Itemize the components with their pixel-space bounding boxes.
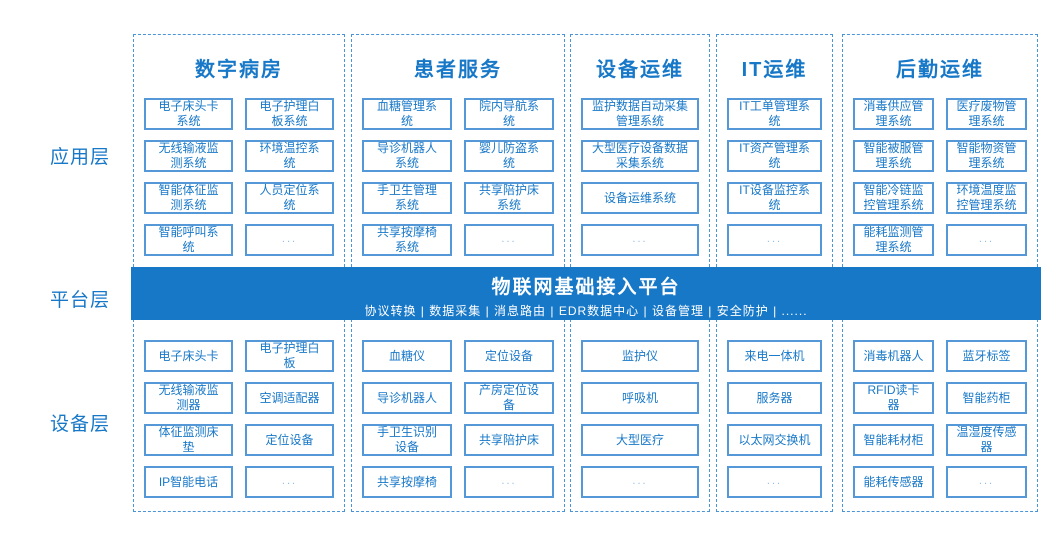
layer-label-platform: 平台层	[49, 290, 110, 311]
platform-banner-title: 物联网基础接入平台	[491, 277, 681, 298]
device-box: 手卫生识别设备	[362, 424, 452, 456]
layer-label-device: 设备层	[49, 414, 110, 435]
application-system-box: 婴儿防盗系统	[464, 140, 554, 172]
device-more-box: ...	[581, 466, 699, 498]
device-box: RFID读卡器	[853, 382, 934, 414]
application-system-box: 共享按摩椅系统	[362, 224, 452, 256]
device-grid: 消毒机器人蓝牙标签 RFID读卡器智能药柜智能耗材柜温湿度传感器能耗传感器...	[853, 340, 1027, 498]
device-box: 消毒机器人	[853, 340, 934, 372]
application-system-more-box: ...	[581, 224, 699, 256]
device-box: 呼吸机	[581, 382, 699, 414]
device-grid: 来电一体机服务器以太网交换机...	[727, 340, 822, 498]
application-system-more-box: ...	[245, 224, 334, 256]
application-system-box: 智能被服管理系统	[853, 140, 934, 172]
device-box: 导诊机器人	[362, 382, 452, 414]
application-system-box: 能耗监测管理系统	[853, 224, 934, 256]
device-more-box: ...	[727, 466, 822, 498]
device-box: 服务器	[727, 382, 822, 414]
application-system-box: 消毒供应管理系统	[853, 98, 934, 130]
device-box: 蓝牙标签	[946, 340, 1027, 372]
device-box: 体征监测床垫	[144, 424, 233, 456]
application-system-box: 人员定位系统	[245, 182, 334, 214]
application-system-box: 电子护理白板系统	[245, 98, 334, 130]
platform-banner: 物联网基础接入平台 协议转换 | 数据采集 | 消息路由 | EDR数据中心 |…	[131, 267, 1041, 320]
device-more-box: ...	[464, 466, 554, 498]
application-system-grid: 血糖管理系统院内导航系统导诊机器人系统婴儿防盗系统手卫生管理系统共享陪护床系统共…	[362, 98, 554, 256]
application-system-more-box: ...	[727, 224, 822, 256]
column-title-equipment-ops: 设备运维	[596, 59, 684, 81]
application-system-box: 大型医疗设备数据采集系统	[581, 140, 699, 172]
device-more-box: ...	[946, 466, 1027, 498]
device-box: 大型医疗	[581, 424, 699, 456]
application-system-box: 环境温度监控管理系统	[946, 182, 1027, 214]
device-box: 共享陪护床	[464, 424, 554, 456]
application-system-box: 医疗废物管理系统	[946, 98, 1027, 130]
application-system-box: 共享陪护床系统	[464, 182, 554, 214]
column-title-patient-services: 患者服务	[414, 59, 502, 81]
device-box: IP智能电话	[144, 466, 233, 498]
column-equipment-ops: 设备运维监护数据自动采集管理系统大型医疗设备数据采集系统设备运维系统...监护仪…	[570, 34, 710, 512]
application-system-box: IT设备监控系统	[727, 182, 822, 214]
device-box: 智能药柜	[946, 382, 1027, 414]
application-system-box: 智能冷链监控管理系统	[853, 182, 934, 214]
device-box: 监护仪	[581, 340, 699, 372]
device-box: 电子护理白板	[245, 340, 334, 372]
application-system-box: 智能体征监测系统	[144, 182, 233, 214]
device-grid: 电子床头卡电子护理白板无线输液监测器空调适配器体征监测床垫定位设备 IP智能电话.…	[144, 340, 334, 498]
application-system-box: 院内导航系统	[464, 98, 554, 130]
device-box: 来电一体机	[727, 340, 822, 372]
device-box: 共享按摩椅	[362, 466, 452, 498]
device-box: 以太网交换机	[727, 424, 822, 456]
device-box: 定位设备	[464, 340, 554, 372]
device-box: 无线输液监测器	[144, 382, 233, 414]
device-box: 能耗传感器	[853, 466, 934, 498]
device-box: 电子床头卡	[144, 340, 233, 372]
application-system-box: 血糖管理系统	[362, 98, 452, 130]
column-title-it-ops: IT运维	[741, 59, 808, 81]
device-box: 产房定位设备	[464, 382, 554, 414]
application-system-box: 智能物资管理系统	[946, 140, 1027, 172]
device-box: 智能耗材柜	[853, 424, 934, 456]
application-system-box: 导诊机器人系统	[362, 140, 452, 172]
layer-label-application: 应用层	[49, 147, 110, 168]
platform-banner-subtitle: 协议转换 | 数据采集 | 消息路由 | EDR数据中心 | 设备管理 | 安全…	[364, 304, 808, 318]
application-system-grid: 电子床头卡系统电子护理白板系统无线输液监测系统环境温控系统智能体征监测系统人员定…	[144, 98, 334, 256]
column-title-logistics-ops: 后勤运维	[896, 59, 984, 81]
application-system-box: 手卫生管理系统	[362, 182, 452, 214]
application-system-box: 电子床头卡系统	[144, 98, 233, 130]
device-box: 温湿度传感器	[946, 424, 1027, 456]
application-system-box: 无线输液监测系统	[144, 140, 233, 172]
device-box: 血糖仪	[362, 340, 452, 372]
device-grid: 监护仪呼吸机大型医疗...	[581, 340, 699, 498]
device-box: 空调适配器	[245, 382, 334, 414]
application-system-box: 设备运维系统	[581, 182, 699, 214]
application-system-grid: IT工单管理系统 IT资产管理系统 IT设备监控系统...	[727, 98, 822, 256]
application-system-grid: 监护数据自动采集管理系统大型医疗设备数据采集系统设备运维系统...	[581, 98, 699, 256]
application-system-box: IT工单管理系统	[727, 98, 822, 130]
application-system-box: IT资产管理系统	[727, 140, 822, 172]
application-system-grid: 消毒供应管理系统医疗废物管理系统智能被服管理系统智能物资管理系统智能冷链监控管理…	[853, 98, 1027, 256]
column-title-digital-ward: 数字病房	[195, 59, 283, 81]
application-system-more-box: ...	[464, 224, 554, 256]
device-more-box: ...	[245, 466, 334, 498]
application-system-box: 监护数据自动采集管理系统	[581, 98, 699, 130]
application-system-more-box: ...	[946, 224, 1027, 256]
device-box: 定位设备	[245, 424, 334, 456]
application-system-box: 智能呼叫系统	[144, 224, 233, 256]
device-grid: 血糖仪定位设备导诊机器人产房定位设备手卫生识别设备共享陪护床共享按摩椅...	[362, 340, 554, 498]
application-system-box: 环境温控系统	[245, 140, 334, 172]
